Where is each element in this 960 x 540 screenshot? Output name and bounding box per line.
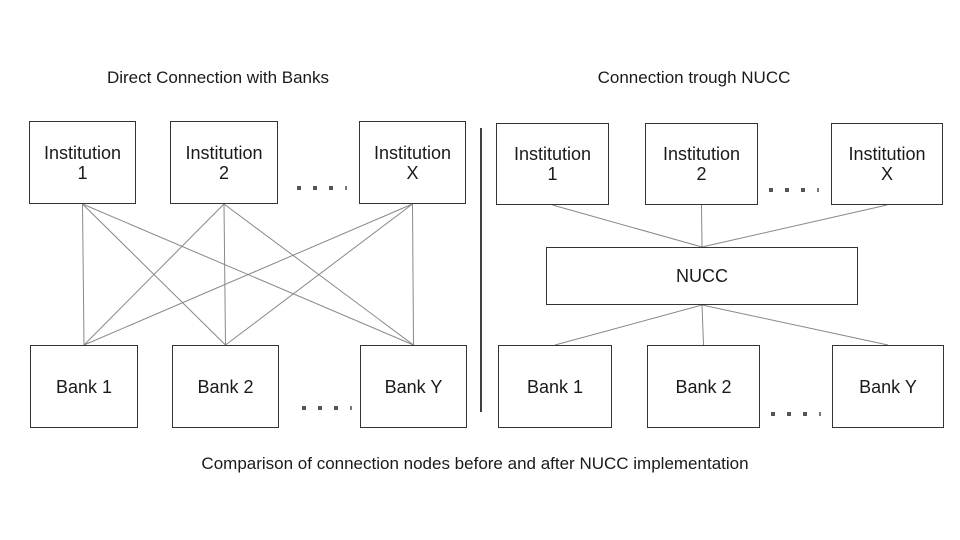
- right-banks-ellipsis-dots-icon: [771, 412, 821, 416]
- dot-icon: [350, 406, 352, 410]
- dot-icon: [771, 412, 775, 416]
- nucc-hub-label: NUCC: [676, 266, 728, 286]
- right-institution-2-label: Institution 2: [662, 144, 741, 184]
- dot-icon: [803, 412, 807, 416]
- dot-icon: [819, 412, 821, 416]
- left-institution-2-box: Institution 2: [170, 121, 278, 204]
- left-institution-2-label: Institution 2: [185, 142, 263, 183]
- dot-icon: [297, 186, 301, 190]
- nucc-hub-box: NUCC: [546, 247, 858, 305]
- dot-icon: [801, 188, 805, 192]
- dot-icon: [329, 186, 333, 190]
- diagram-caption: Comparison of connection nodes before an…: [201, 454, 749, 473]
- right-bank-1-label: Bank 1: [526, 376, 584, 397]
- right-institution-x-label: Institution X: [848, 144, 926, 184]
- right-bank-y-label: Bank Y: [859, 376, 917, 397]
- left-bank-2-box: Bank 2: [172, 345, 279, 428]
- dot-icon: [787, 412, 791, 416]
- right-bank-2-box: Bank 2: [647, 345, 760, 428]
- left-panel-title: Direct Connection with Banks: [106, 68, 330, 87]
- left-institution-x-label: Institution X: [373, 142, 452, 183]
- dot-icon: [334, 406, 338, 410]
- left-bank-y-label: Bank Y: [384, 376, 443, 397]
- left-institution-1-box: Institution 1: [29, 121, 136, 204]
- left-bank-2-label: Bank 2: [197, 376, 254, 397]
- dot-icon: [817, 188, 819, 192]
- right-bank-y-box: Bank Y: [832, 345, 944, 428]
- right-bank-1-box: Bank 1: [498, 345, 612, 428]
- left-bank-y-box: Bank Y: [360, 345, 467, 428]
- right-institution-1-box: Institution 1: [496, 123, 609, 205]
- dot-icon: [785, 188, 789, 192]
- left-institution-x-box: Institution X: [359, 121, 466, 204]
- left-bank-1-box: Bank 1: [30, 345, 138, 428]
- dot-icon: [318, 406, 322, 410]
- right-institution-1-label: Institution 1: [513, 144, 592, 184]
- right-panel-title: Connection trough NUCC: [597, 68, 791, 87]
- dot-icon: [313, 186, 317, 190]
- left-institution-1-label: Institution 1: [43, 142, 122, 183]
- left-institutions-ellipsis-dots-icon: [297, 186, 347, 190]
- right-institution-x-box: Institution X: [831, 123, 943, 205]
- dot-icon: [302, 406, 306, 410]
- left-banks-ellipsis-dots-icon: [302, 406, 352, 410]
- left-mesh-lines: [82, 203, 414, 346]
- right-institution-2-box: Institution 2: [645, 123, 758, 205]
- dot-icon: [345, 186, 347, 190]
- dot-icon: [769, 188, 773, 192]
- left-bank-1-label: Bank 1: [55, 376, 113, 397]
- right-institutions-ellipsis-dots-icon: [769, 188, 819, 192]
- right-bank-2-label: Bank 2: [675, 376, 732, 397]
